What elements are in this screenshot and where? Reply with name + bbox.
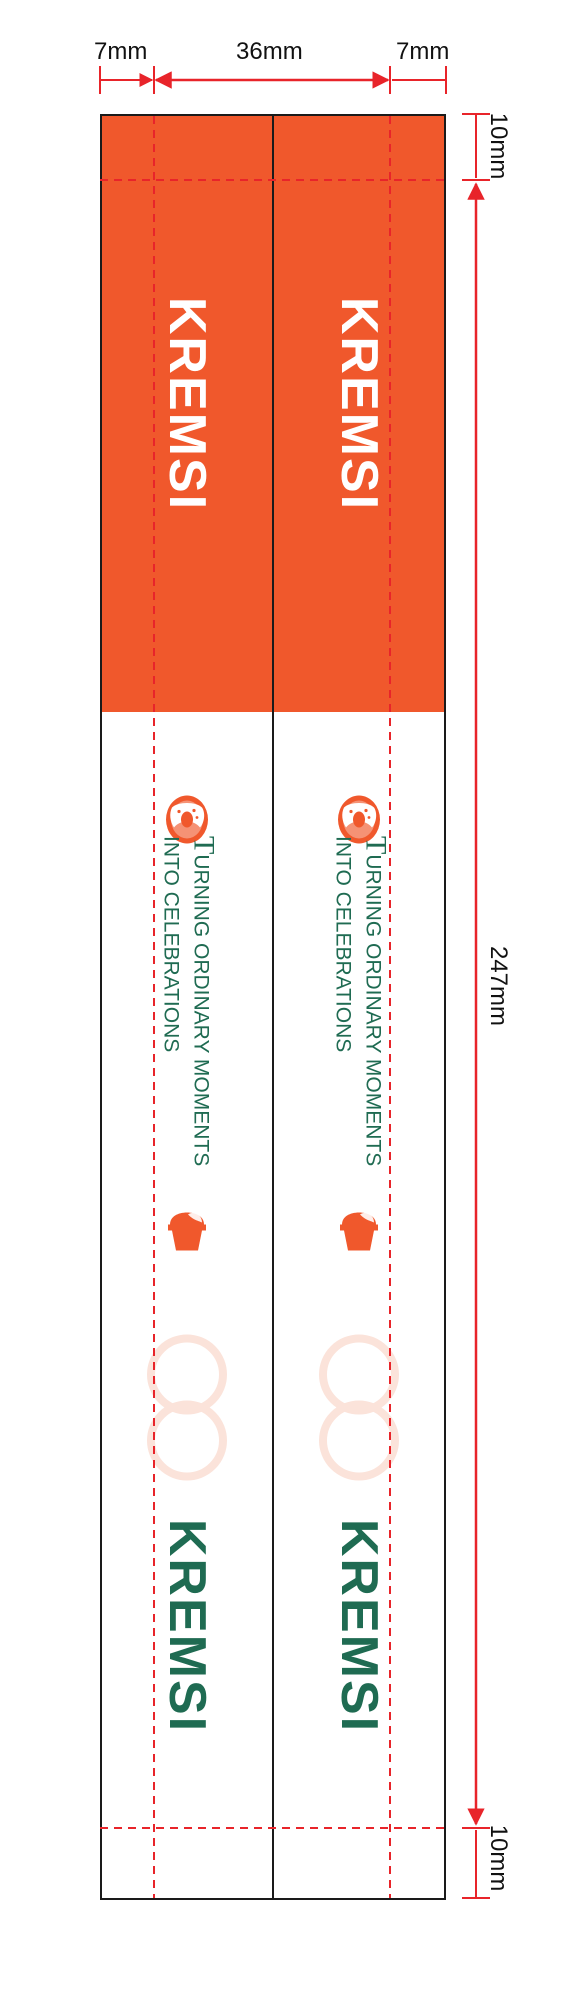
infinity-logo-icon [139,1333,235,1488]
tagline-initial: T [359,836,393,855]
brand-wordmark-top: KREMSI [158,296,216,512]
brand-wordmark-top: KREMSI [330,296,388,512]
orange-band [274,116,444,712]
dim-label-height: 247mm [485,945,512,1027]
dim-label-top-margin: 10mm [485,112,512,180]
cupcake-icon [336,1209,382,1260]
donut-icon [164,794,210,851]
cupcake-icon [164,1209,210,1260]
label-panel-2: KREMSI TURNING ORDINARY MOMENTS INTO CEL… [272,114,446,1900]
donut-icon [336,794,382,851]
tagline-line2: INTO CELEBRATIONS [331,836,355,1053]
brand-wordmark-bottom: KREMSI [330,1518,388,1734]
tagline-line2: INTO CELEBRATIONS [159,836,183,1053]
tagline-line1: URNING ORDINARY MOMENTS [361,854,385,1167]
tagline: TURNING ORDINARY MOMENTS INTO CELEBRATIO… [328,836,393,1196]
dim-label-right-margin: 7mm [396,38,450,65]
tagline: TURNING ORDINARY MOMENTS INTO CELEBRATIO… [156,836,221,1196]
tagline-line1: URNING ORDINARY MOMENTS [189,854,213,1167]
label-panel-1: KREMSI TURNING ORDINARY MOMENTS INTO CEL… [100,114,274,1900]
dim-label-bottom-margin: 10mm [485,1824,512,1892]
infinity-logo-icon [311,1333,407,1488]
dim-label-left-margin: 7mm [94,38,148,65]
dim-label-width: 36mm [236,38,303,65]
brand-wordmark-bottom: KREMSI [158,1518,216,1734]
orange-band [102,116,272,712]
tagline-initial: T [187,836,221,855]
